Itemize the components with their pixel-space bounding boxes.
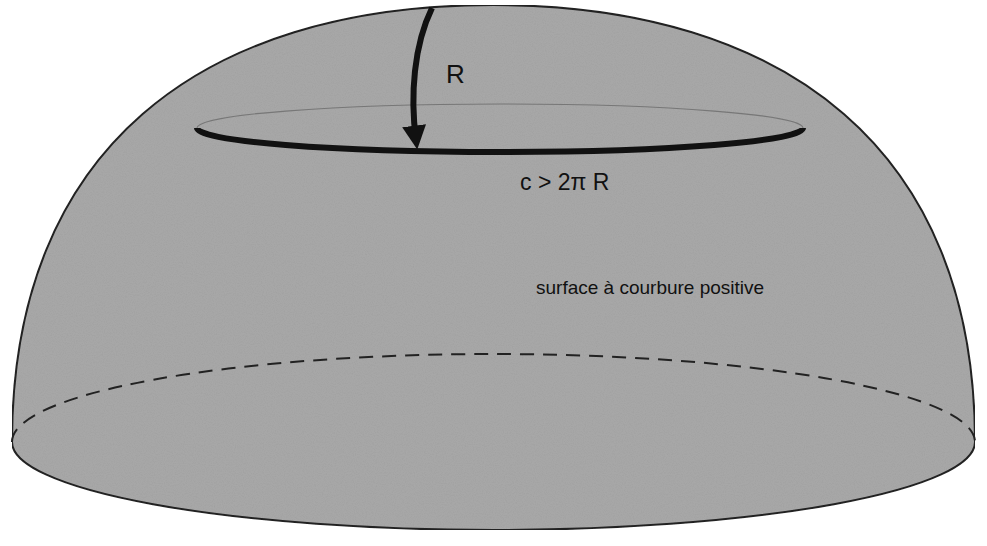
dome-surface: [12, 5, 975, 530]
base-back-edge: [12, 354, 975, 442]
circle-back-arc: [197, 104, 803, 128]
radius-label: R: [446, 60, 465, 89]
circle-front-arc: [197, 128, 803, 152]
radius-arrow: [413, 8, 432, 140]
circumference-label: c > 2π R: [520, 170, 609, 195]
surface-caption: surface à courbure positive: [536, 278, 764, 299]
